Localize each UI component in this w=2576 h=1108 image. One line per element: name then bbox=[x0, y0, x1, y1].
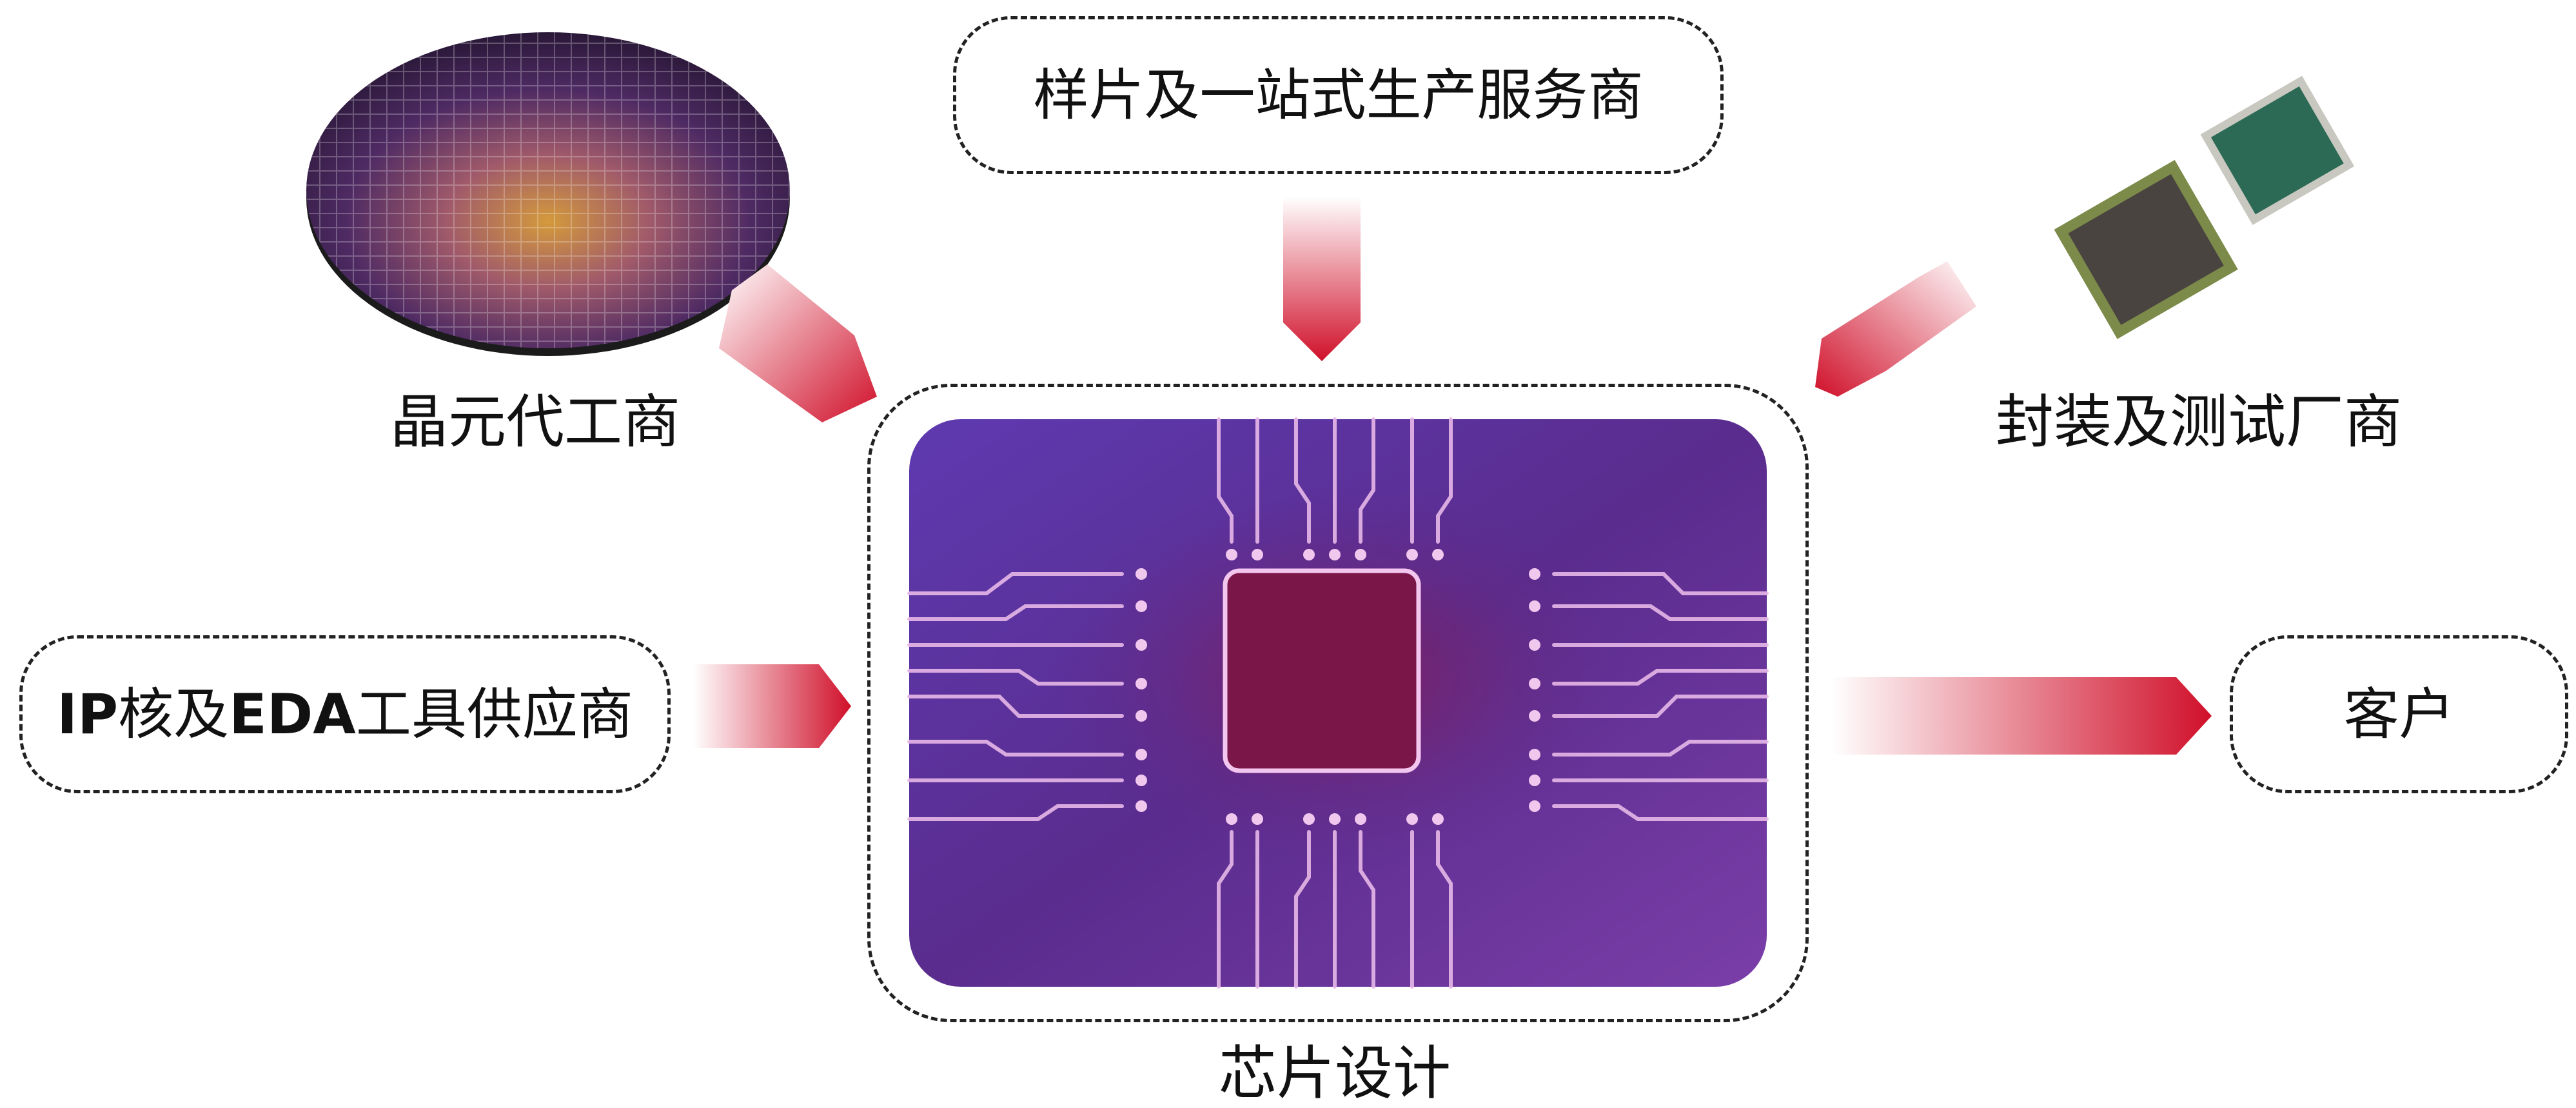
sample-service-label: 样片及一站式生产服务商 bbox=[1033, 63, 1644, 128]
customer-node: 客户 bbox=[2230, 635, 2568, 793]
chips-image bbox=[2054, 75, 2355, 339]
ip-eda-supplier-node: IP核及EDA工具供应商 bbox=[19, 635, 671, 793]
chip-design-node bbox=[867, 384, 1809, 1022]
arrow-sample-to-design bbox=[1283, 197, 1361, 361]
chip-design-label: 芯片设计 bbox=[1219, 1040, 1451, 1107]
arrow-design-to-customer bbox=[1831, 677, 2212, 755]
circuit-board-image bbox=[907, 417, 1769, 989]
wafer-foundry-label: 晶元代工商 bbox=[390, 388, 680, 456]
sample-service-node: 样片及一站式生产服务商 bbox=[953, 16, 1724, 174]
packaging-test-label: 封装及测试厂商 bbox=[1996, 388, 2402, 456]
arrow-wafer-to-design bbox=[719, 264, 877, 422]
wafer-image bbox=[306, 32, 790, 356]
arrow-packaging-to-design bbox=[1815, 261, 1976, 397]
ip-eda-supplier-label: IP核及EDA工具供应商 bbox=[57, 682, 633, 747]
customer-label: 客户 bbox=[2343, 682, 2455, 747]
arrow-ip-to-design bbox=[693, 664, 851, 748]
